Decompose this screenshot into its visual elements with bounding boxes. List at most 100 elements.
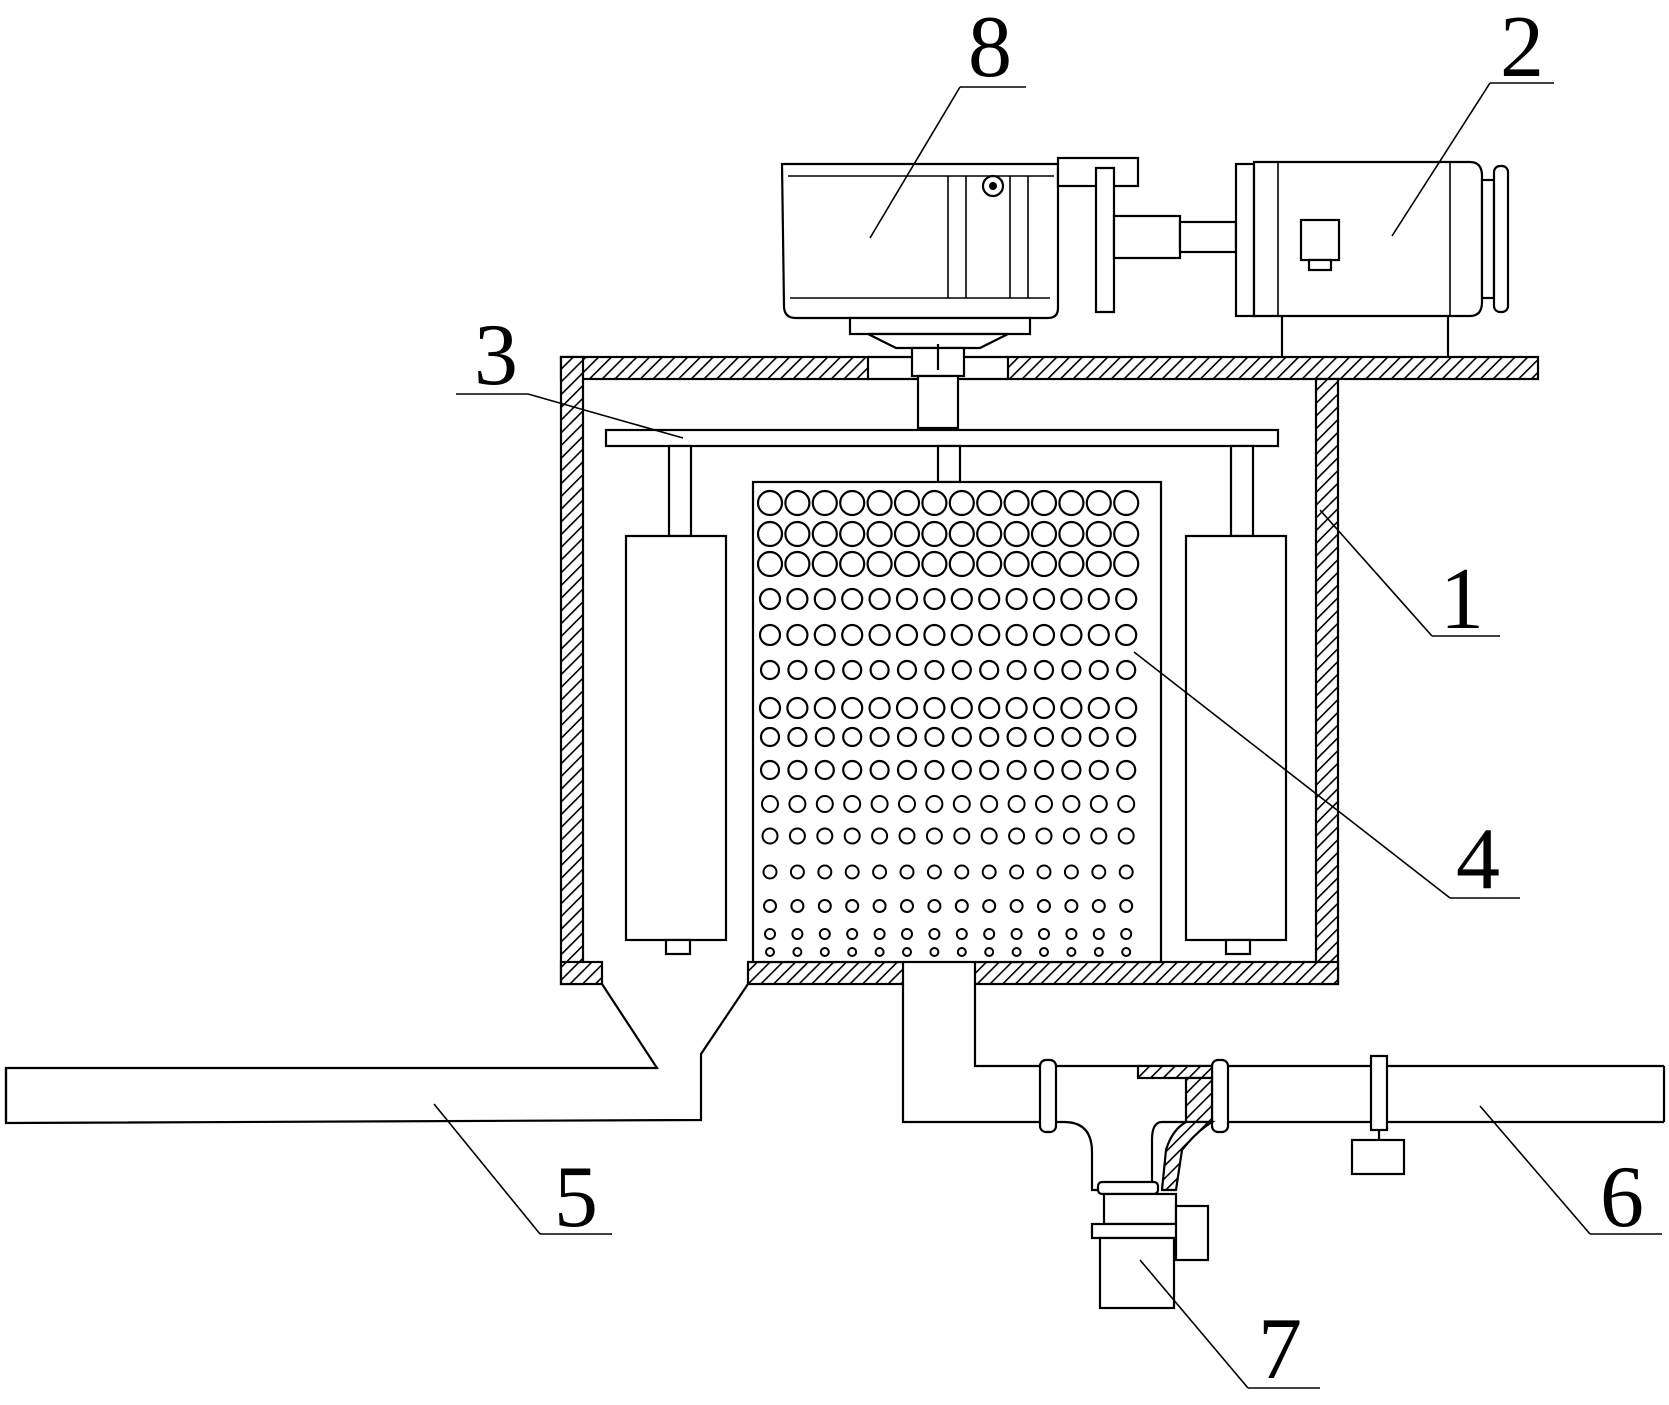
- screen-hole: [784, 489, 811, 517]
- screen-hole: [1030, 520, 1058, 548]
- screen-hole: [953, 827, 971, 845]
- screen-hole: [784, 550, 811, 578]
- screen-hole: [814, 759, 835, 781]
- screen-hole: [866, 520, 893, 548]
- screen-hole: [950, 696, 973, 720]
- outlet-pipe-5: [4, 983, 749, 1125]
- screen-hole: [923, 696, 946, 720]
- callout-7: 7: [1258, 1301, 1302, 1398]
- screen-hole: [788, 795, 807, 813]
- callout-labels: 8 2 3 1 4 5 6 7: [474, 0, 1644, 1398]
- drain-pipe-6: [901, 984, 1666, 1176]
- screen-hole: [951, 659, 972, 681]
- screen-hole: [1003, 550, 1030, 578]
- screen-hole: [896, 759, 918, 781]
- screen-hole: [1115, 587, 1138, 611]
- screen-hole: [763, 899, 777, 913]
- screen-hole: [921, 489, 948, 517]
- screen-hole: [756, 489, 784, 517]
- screen-hole: [1039, 947, 1049, 957]
- screen-hole: [759, 726, 781, 748]
- screen-hole: [924, 726, 945, 748]
- screen-hole: [950, 587, 973, 611]
- screen-hole: [923, 587, 946, 611]
- screen-hole: [866, 489, 893, 517]
- perforated-screen-4: [751, 480, 1163, 964]
- screen-hole: [925, 795, 944, 813]
- screen-hole: [1033, 759, 1055, 781]
- screen-hole: [839, 489, 866, 517]
- screen-hole: [1088, 726, 1109, 748]
- screen-hole: [787, 726, 808, 748]
- screen-hole: [895, 587, 919, 611]
- screen-hole: [813, 623, 836, 647]
- screen-hole: [978, 623, 1001, 647]
- screen-hole: [979, 759, 1000, 781]
- screen-hole: [1121, 947, 1132, 957]
- screen-hole: [1092, 928, 1105, 940]
- screen-hole: [893, 489, 921, 517]
- screen-hole: [1116, 659, 1137, 681]
- screen-hole: [1089, 795, 1108, 813]
- callout-5: 5: [554, 1149, 598, 1246]
- callout-6: 6: [1600, 1149, 1644, 1246]
- screen-hole: [756, 550, 784, 578]
- screen-hole: [981, 864, 997, 880]
- screen-hole: [1005, 696, 1028, 720]
- screen-hole: [1113, 520, 1140, 548]
- screen-hole: [1115, 623, 1138, 647]
- screen-hole: [842, 759, 863, 781]
- screen-hole: [1038, 928, 1050, 940]
- screen-hole: [924, 659, 945, 681]
- screen-hole: [926, 864, 942, 880]
- screen-hole: [1091, 864, 1107, 880]
- screen-hole: [790, 899, 805, 913]
- screen-hole: [1035, 795, 1053, 813]
- screen-hole: [923, 623, 946, 647]
- screen-hole: [843, 827, 861, 845]
- screen-hole: [866, 550, 893, 578]
- screen-hole: [791, 928, 804, 940]
- screen-hole: [872, 899, 887, 913]
- screen-hole: [921, 520, 948, 548]
- screen-hole: [762, 864, 778, 880]
- screen-hole: [896, 726, 918, 748]
- screen-hole: [843, 795, 862, 813]
- screen-hole: [813, 587, 836, 611]
- screen-hole: [1088, 759, 1109, 781]
- screen-hole: [954, 899, 969, 913]
- screen-hole: [951, 726, 972, 748]
- screen-hole: [948, 550, 975, 578]
- screen-hole: [924, 759, 945, 781]
- screen-hole: [1006, 659, 1027, 681]
- screen-hole: [984, 947, 995, 957]
- screen-hole: [815, 795, 834, 813]
- screen-hole: [1087, 587, 1110, 611]
- screen-hole: [927, 899, 942, 913]
- screen-hole: [1091, 899, 1106, 913]
- screen-hole: [980, 795, 999, 813]
- screen-hole: [1009, 864, 1025, 880]
- screen-hole: [1087, 696, 1110, 720]
- screen-hole: [1088, 659, 1109, 681]
- screen-hole: [1090, 827, 1108, 845]
- screen-hole: [928, 928, 941, 940]
- screen-hole: [869, 726, 890, 748]
- screen-hole: [982, 899, 997, 913]
- screen-hole: [1085, 489, 1112, 517]
- screen-hole: [758, 623, 782, 647]
- screen-hole: [841, 587, 864, 611]
- screen-hole: [811, 550, 838, 578]
- drive-motor-2: [1234, 160, 1510, 357]
- screen-hole: [1087, 623, 1110, 647]
- screen-hole: [792, 947, 803, 957]
- screen-hole: [1093, 947, 1104, 957]
- screen-hole: [1060, 696, 1083, 720]
- screen-hole: [921, 550, 948, 578]
- screen-hole: [952, 795, 971, 813]
- screen-hole: [764, 928, 776, 940]
- screen-hole: [1011, 947, 1022, 957]
- screen-hole: [1005, 587, 1028, 611]
- screen-hole: [839, 520, 866, 548]
